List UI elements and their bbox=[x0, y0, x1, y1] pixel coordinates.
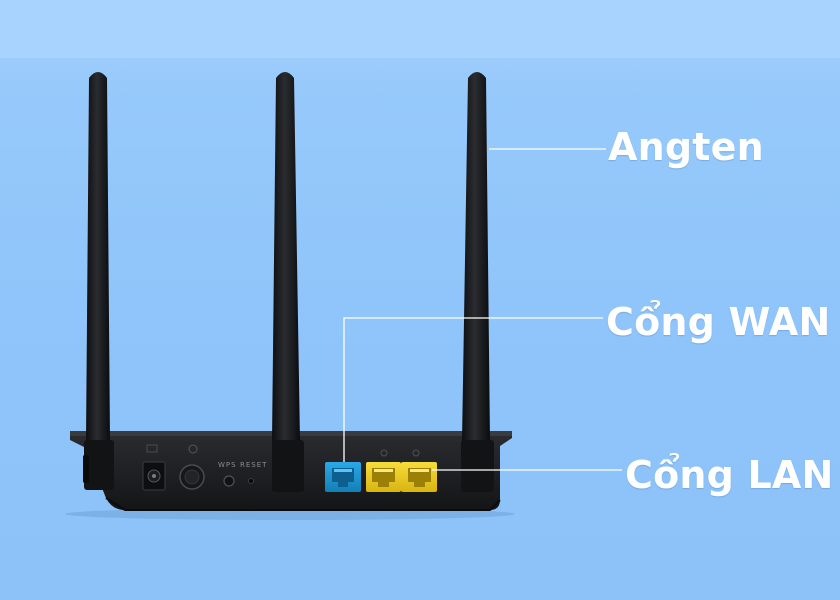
lan-port-1 bbox=[366, 462, 401, 492]
wps-button-icon bbox=[224, 476, 234, 486]
wan-port-label: Cổng WAN bbox=[606, 303, 831, 341]
lan-port-label: Cổng LAN bbox=[625, 456, 834, 494]
antenna-middle bbox=[272, 72, 304, 492]
antenna-left bbox=[83, 72, 114, 490]
wps-mark: WPS bbox=[218, 461, 237, 469]
lan-port-2 bbox=[401, 462, 437, 492]
antenna-right bbox=[461, 72, 494, 492]
reset-pinhole-icon bbox=[249, 479, 254, 484]
antenna-label: Angten bbox=[608, 128, 764, 166]
reset-mark: RESET bbox=[240, 461, 267, 469]
wan-port bbox=[325, 462, 361, 492]
